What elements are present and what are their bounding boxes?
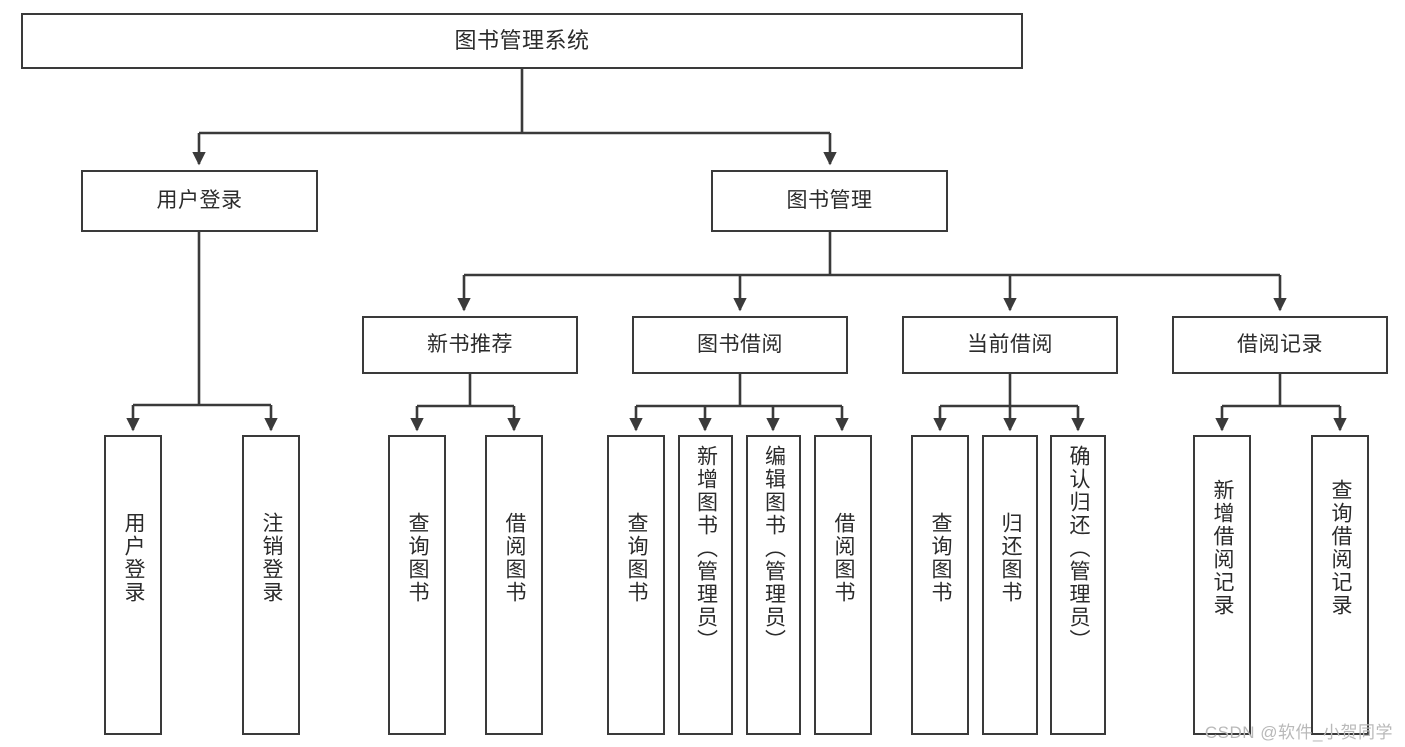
node-label: 新增借阅记录: [1211, 479, 1235, 617]
node-label: 归还图书: [999, 512, 1023, 604]
leaf-add-borrow-record[interactable]: 新增借阅记录: [1193, 435, 1251, 735]
node-label: 查询图书: [625, 512, 649, 604]
node-label: 图书借阅: [697, 332, 783, 356]
leaf-confirm-return-admin[interactable]: 确认归还（管理员）: [1050, 435, 1106, 735]
node-label: 查询借阅记录: [1329, 479, 1353, 617]
node-label: 借阅图书: [832, 512, 856, 604]
node-label: 确认归还（管理员）: [1067, 445, 1091, 652]
leaf-logout-login[interactable]: 注销登录: [242, 435, 300, 735]
node-label: 编辑图书（管理员）: [762, 445, 786, 652]
node-label: 图书管理系统: [454, 28, 590, 54]
node-label: 用户登录: [122, 512, 146, 604]
node-label: 用户登录: [156, 188, 243, 212]
node-book-borrow[interactable]: 图书借阅: [632, 316, 848, 374]
node-user-login[interactable]: 用户登录: [81, 170, 318, 232]
node-root-book-management-system[interactable]: 图书管理系统: [21, 13, 1023, 69]
node-label: 新增图书（管理员）: [694, 445, 718, 652]
leaf-query-borrow-record[interactable]: 查询借阅记录: [1311, 435, 1369, 735]
node-label: 当前借阅: [967, 332, 1053, 356]
node-borrow-record[interactable]: 借阅记录: [1172, 316, 1388, 374]
node-book-management[interactable]: 图书管理: [711, 170, 948, 232]
node-new-book-recommend[interactable]: 新书推荐: [362, 316, 578, 374]
node-label: 图书管理: [786, 188, 873, 212]
watermark-text: CSDN @软件_小贺同学: [1204, 723, 1393, 742]
leaf-return-book[interactable]: 归还图书: [982, 435, 1038, 735]
node-label: 查询图书: [406, 512, 430, 604]
leaf-query-book-recommend[interactable]: 查询图书: [388, 435, 446, 735]
leaf-query-book-current[interactable]: 查询图书: [911, 435, 969, 735]
leaf-borrow-book[interactable]: 借阅图书: [814, 435, 872, 735]
node-label: 借阅记录: [1237, 332, 1323, 356]
node-label: 查询图书: [929, 512, 953, 604]
leaf-user-login[interactable]: 用户登录: [104, 435, 162, 735]
leaf-query-book-borrow[interactable]: 查询图书: [607, 435, 665, 735]
leaf-edit-book-admin[interactable]: 编辑图书（管理员）: [746, 435, 801, 735]
leaf-add-book-admin[interactable]: 新增图书（管理员）: [678, 435, 733, 735]
node-label: 新书推荐: [427, 332, 513, 356]
node-current-borrow[interactable]: 当前借阅: [902, 316, 1118, 374]
leaf-borrow-book-recommend[interactable]: 借阅图书: [485, 435, 543, 735]
node-label: 借阅图书: [503, 512, 527, 604]
node-label: 注销登录: [260, 512, 284, 604]
